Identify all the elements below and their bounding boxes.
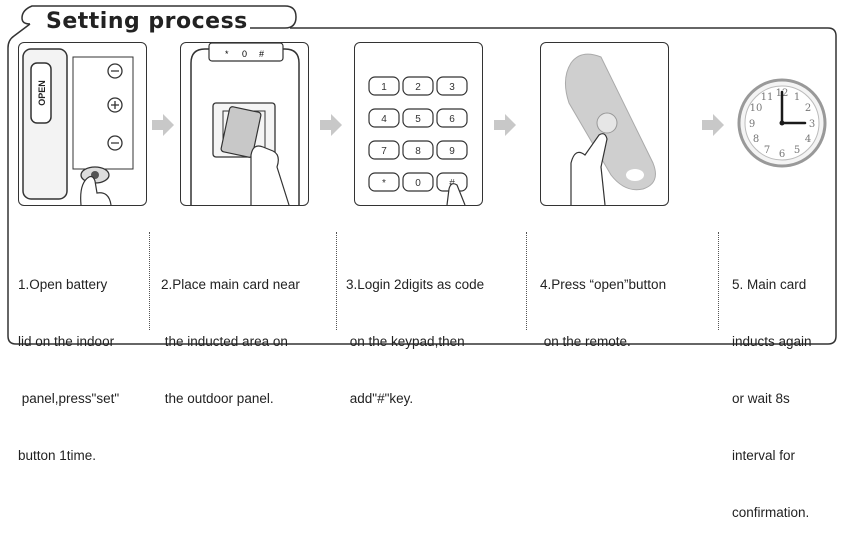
key-6: 6 <box>449 114 455 125</box>
key-1: 1 <box>381 82 387 93</box>
clock-3: 3 <box>809 119 815 130</box>
panel-keypad: 1 2 3 4 5 6 7 8 9 * 0 # <box>354 42 483 206</box>
clock-icon: 12 1 2 3 4 5 6 7 8 9 10 11 <box>737 78 827 168</box>
key-3: 3 <box>449 82 455 93</box>
step-4-text: 4.Press “open”button on the remote. <box>540 237 666 370</box>
open-label: OPEN <box>37 80 47 106</box>
section-title: Setting process <box>44 9 250 34</box>
step-1-text: 1.Open battery lid on the indoor panel,p… <box>18 237 119 484</box>
key-2: 2 <box>415 82 421 93</box>
key-0: 0 <box>415 178 421 189</box>
key-5: 5 <box>415 114 421 125</box>
panel-remote <box>540 42 669 206</box>
svg-text:0: 0 <box>242 49 247 59</box>
key-8: 8 <box>415 146 421 157</box>
remote-button-icon <box>597 113 617 133</box>
svg-text:#: # <box>259 49 264 59</box>
step-separator <box>336 232 337 330</box>
panel-battery-lid: OPEN <box>18 42 147 206</box>
keypad: 1 2 3 4 5 6 7 8 9 * 0 # <box>369 77 467 191</box>
step-5-text: 5. Main card inducts again or wait 8s in… <box>732 237 812 541</box>
key-7: 7 <box>381 146 387 157</box>
clock-5: 5 <box>794 145 800 156</box>
step-separator <box>526 232 527 330</box>
clock-4: 4 <box>805 134 811 145</box>
clock-1: 1 <box>794 92 800 103</box>
svg-text:*: * <box>225 49 229 59</box>
step-separator <box>718 232 719 330</box>
arrow-right-icon <box>150 112 176 138</box>
clock-10: 10 <box>750 103 763 114</box>
clock-2: 2 <box>805 103 811 114</box>
clock-8: 8 <box>753 134 759 145</box>
panel-card-reader: * 0 # <box>180 42 309 206</box>
step-separator <box>149 232 150 330</box>
clock-11: 11 <box>761 92 774 103</box>
clock-6: 6 <box>779 149 785 160</box>
arrow-right-icon <box>318 112 344 138</box>
key-9: 9 <box>449 146 455 157</box>
clock-7: 7 <box>764 145 770 156</box>
step-2-text: 2.Place main card near the inducted area… <box>161 237 300 427</box>
key-star: * <box>382 178 386 189</box>
key-4: 4 <box>381 114 387 125</box>
clock-9: 9 <box>749 119 755 130</box>
arrow-right-icon <box>492 112 518 138</box>
arrow-right-icon <box>700 112 726 138</box>
step-3-text: 3.Login 2digits as code on the keypad,th… <box>346 237 484 427</box>
